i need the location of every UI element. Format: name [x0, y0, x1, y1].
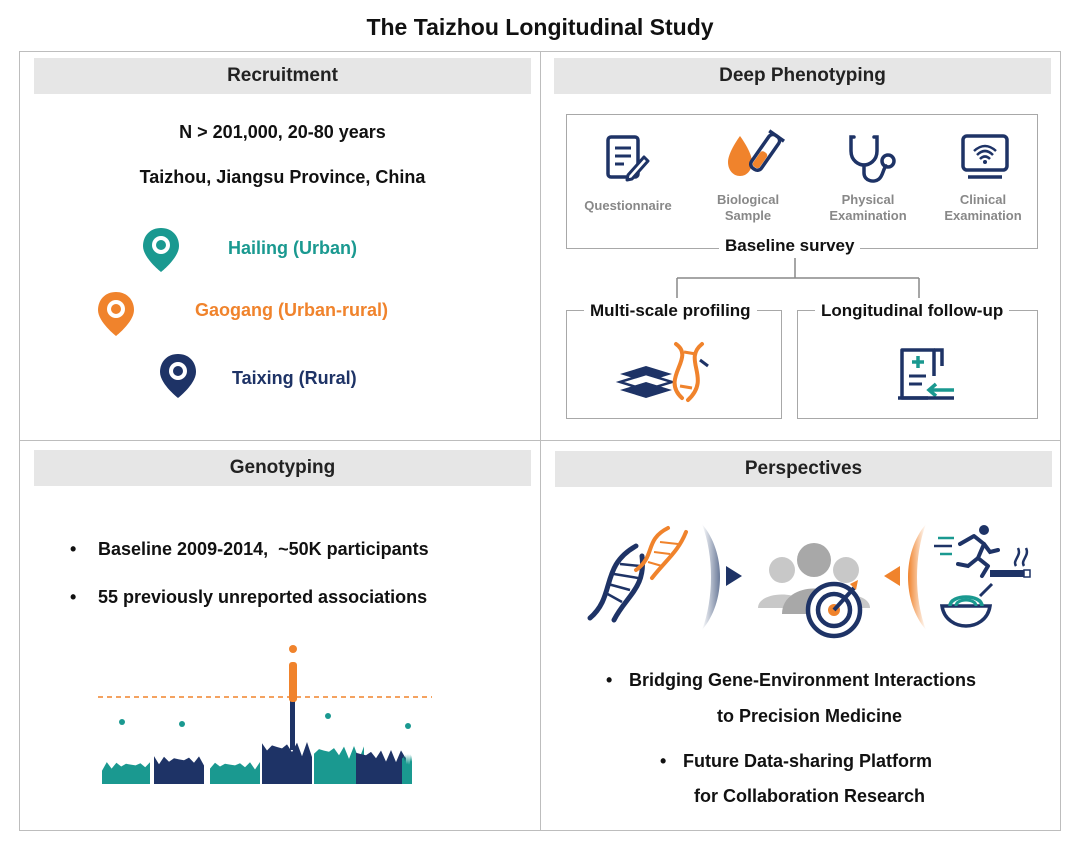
- genotyping-bullet-1: •: [70, 539, 77, 559]
- questionnaire-label: Questionnaire: [584, 198, 672, 213]
- clinical-examination-label: Clinical Examination: [944, 192, 1022, 223]
- perspectives-bullet-2: •: [660, 751, 667, 771]
- vertical-divider: [540, 51, 541, 831]
- food-bowl-icon: [939, 582, 994, 628]
- site-label-hailing: Hailing (Urban): [228, 238, 357, 258]
- perspectives-bullet-1: •: [606, 670, 613, 690]
- recruitment-count: N > 201,000, 20-80 years: [179, 122, 386, 142]
- physical-examination-label: Physical Examination: [829, 192, 907, 223]
- recruitment-location: Taizhou, Jiangsu Province, China: [139, 167, 426, 187]
- arrow-left-icon: [884, 524, 926, 630]
- page-title: The Taizhou Longitudinal Study: [366, 14, 714, 40]
- running-icon: [934, 525, 1000, 578]
- genotyping-baseline-text: Baseline 2009-2014, ~50K participants: [98, 539, 429, 559]
- dna-icon: [587, 526, 688, 623]
- perspectives-collaboration-text: for Collaboration Research: [693, 786, 926, 806]
- multiscale-profiling-box: [566, 310, 782, 419]
- recruitment-header: Recruitment: [34, 58, 531, 94]
- biological-sample-label: Biological Sample: [716, 192, 780, 223]
- lifestyle-icons: [934, 525, 1031, 628]
- omics-layers-dna-icon: [615, 342, 709, 402]
- phenotyping-header: Deep Phenotyping: [554, 58, 1051, 94]
- population-target-icon: [758, 543, 870, 639]
- location-pin-icon-taixing: [160, 354, 196, 398]
- genotyping-associations-text: 55 previously unreported associations: [98, 587, 428, 607]
- perspectives-header: Perspectives: [555, 451, 1052, 487]
- baseline-survey-label: Baseline survey: [719, 236, 861, 256]
- genotyping-bullet-2: •: [70, 587, 77, 607]
- medical-record-icon: [898, 348, 954, 400]
- perspectives-bridging-text: Bridging Gene-Environment Interactions: [629, 670, 977, 690]
- location-pin-icon-gaogang: [98, 292, 134, 336]
- longitudinal-followup-label: Longitudinal follow-up: [815, 301, 1010, 321]
- manhattan-plot-icon: [98, 645, 432, 784]
- perspectives-precision-text: to Precision Medicine: [716, 706, 903, 726]
- smoking-icon: [990, 547, 1031, 578]
- horizontal-divider: [19, 440, 1061, 441]
- branch-connector: [676, 258, 920, 298]
- site-label-gaogang: Gaogang (Urban-rural): [195, 300, 389, 320]
- ultrasound-icon: [961, 134, 1009, 179]
- blood-sample-icon: [728, 129, 785, 176]
- location-pin-icon-hailing: [143, 228, 179, 272]
- perspectives-platform-text: Future Data-sharing Platform: [683, 751, 933, 771]
- questionnaire-icon: [606, 135, 650, 182]
- arrow-right-icon: [702, 524, 742, 630]
- site-label-taixing: Taixing (Rural): [232, 368, 357, 388]
- stethoscope-icon: [849, 135, 896, 183]
- genotyping-header: Genotyping: [34, 450, 531, 486]
- multiscale-profiling-label: Multi-scale profiling: [584, 301, 757, 321]
